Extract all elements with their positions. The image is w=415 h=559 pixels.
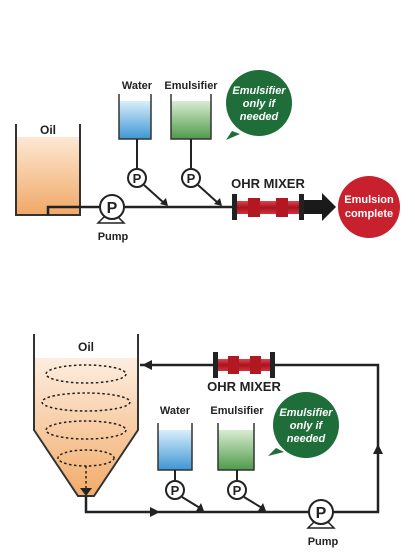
bubble2-line-1: Emulsifier xyxy=(279,407,333,419)
pump-label-1: Pump xyxy=(98,231,129,243)
oil-tank-1: Oil xyxy=(15,123,81,216)
water-pump-2 xyxy=(165,480,185,500)
water-pump-symbol-2: P xyxy=(171,483,180,498)
pump-1: P Pump xyxy=(96,194,129,243)
mixer-label-2: OHR MIXER xyxy=(207,379,281,394)
ohr-mixer-2: OHR MIXER xyxy=(207,352,281,394)
mixer-label-1: OHR MIXER xyxy=(231,176,305,191)
result-line-2: complete xyxy=(345,208,393,220)
oil-label-1: Oil xyxy=(40,123,56,137)
emulsifier-pump-1 xyxy=(181,168,201,188)
pump-label-2: Pump xyxy=(308,536,339,548)
emulsifier-label-2: Emulsifier xyxy=(210,405,264,417)
ohr-mixer-1: OHR MIXER xyxy=(231,176,305,220)
emulsifier-tank-2: Emulsifier P xyxy=(210,405,266,511)
oil-label-2: Oil xyxy=(78,340,94,354)
main-pipe-1 xyxy=(46,205,232,215)
emulsifier-tank-1: Emulsifier P xyxy=(164,80,222,206)
bubble2-line-2: only if xyxy=(290,420,324,432)
emulsifier-pump-2 xyxy=(227,480,247,500)
water-tank-2: Water P xyxy=(157,405,204,511)
emulsifier-note-bubble-2: Emulsifier only if needed xyxy=(268,392,339,458)
emulsifier-note-bubble-1: Emulsifier only if needed xyxy=(226,70,292,140)
pump-symbol-2: P xyxy=(316,505,327,522)
water-pump-symbol-1: P xyxy=(133,171,142,186)
flow-arrow-right xyxy=(373,444,383,454)
result-line-1: Emulsion xyxy=(344,194,394,206)
water-label-1: Water xyxy=(122,80,153,92)
flow-arrow-top xyxy=(142,360,152,370)
bubble-line-2: only if xyxy=(243,98,277,110)
emulsifier-label-1: Emulsifier xyxy=(164,80,218,92)
emulsifier-pump-symbol-2: P xyxy=(233,483,242,498)
pump-2: P Pump xyxy=(306,499,339,548)
oil-hopper-2: Oil xyxy=(33,334,139,497)
emulsion-complete-badge: Emulsion complete xyxy=(338,176,400,238)
loop-pipe-2 xyxy=(84,363,380,514)
pump-symbol-1: P xyxy=(107,200,118,217)
emulsifier-pump-symbol-1: P xyxy=(187,171,196,186)
water-label-2: Water xyxy=(160,405,191,417)
bubble-line-3: needed xyxy=(240,111,279,123)
water-tank-1: Water P xyxy=(118,80,168,206)
flow-arrow-bottom xyxy=(150,507,160,517)
bubble2-line-3: needed xyxy=(287,433,326,445)
bubble-line-1: Emulsifier xyxy=(232,85,286,97)
output-arrow-1 xyxy=(304,193,336,221)
water-pump-1 xyxy=(127,168,147,188)
